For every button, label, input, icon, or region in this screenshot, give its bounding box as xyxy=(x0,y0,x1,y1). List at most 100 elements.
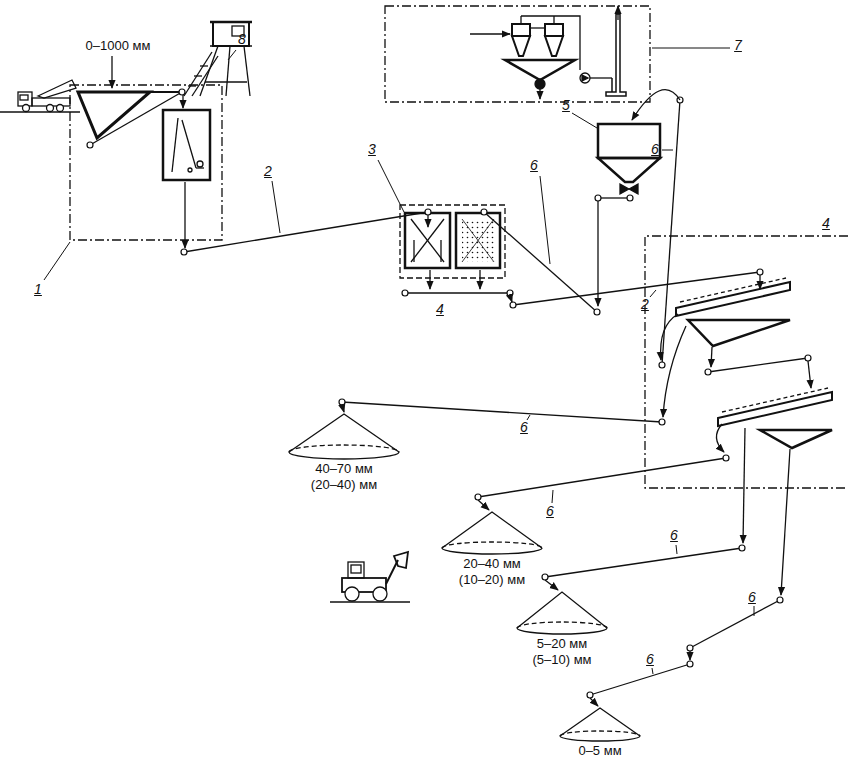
flow-arrow xyxy=(184,182,185,248)
flow-arrow xyxy=(808,361,811,388)
control-tower xyxy=(184,22,252,96)
flow-arrow xyxy=(427,215,428,227)
stockpile: 5–20 мм(5–10) мм xyxy=(532,636,591,669)
conveyor-belt xyxy=(545,548,742,577)
belt-conveyor xyxy=(510,269,763,308)
conveyor-belt xyxy=(708,358,808,372)
callout-number: 6 xyxy=(670,528,678,543)
fraction-label: 40–70 мм xyxy=(311,461,377,477)
conveyor-pulley xyxy=(507,290,513,296)
belt-conveyor xyxy=(481,209,600,315)
conveyor-belt xyxy=(598,197,630,198)
conveyor-pulley xyxy=(587,692,593,698)
stockpile: 20–40 мм(10–20) мм xyxy=(459,556,525,589)
conveyor-pulley xyxy=(594,309,600,315)
conveyor-pulley xyxy=(627,195,633,201)
conveyor-pulley xyxy=(87,142,93,148)
callout-number: 7 xyxy=(734,38,742,53)
callout-number: 6 xyxy=(651,142,659,157)
belt-conveyor xyxy=(705,355,811,375)
flow-arrow xyxy=(759,275,760,289)
flow-arrow xyxy=(479,270,480,289)
conveyor-belt xyxy=(484,212,597,312)
fraction-label: 20–40 мм xyxy=(459,556,525,572)
vibrating-screen xyxy=(718,388,832,448)
conveyor-belt xyxy=(405,292,510,293)
dump-truck xyxy=(0,80,80,112)
callout-number: 6 xyxy=(520,420,528,435)
callout-number: 6 xyxy=(748,590,756,605)
flow-arrow xyxy=(182,95,183,108)
conveyor-pulley xyxy=(481,209,487,215)
wheel-loader xyxy=(330,552,410,602)
flow-arrow xyxy=(111,56,112,88)
conveyor-pulley xyxy=(757,269,763,275)
conveyor-pulley xyxy=(425,209,431,215)
callout-number: 8 xyxy=(238,32,246,47)
flow-arrow xyxy=(597,201,598,306)
fraction-label: 0–5 мм xyxy=(578,743,621,759)
conveyor-pulley xyxy=(805,355,811,361)
flow-arrow xyxy=(743,428,745,543)
callout-number: 6 xyxy=(546,504,554,519)
belt-conveyor xyxy=(402,290,513,296)
stockpile-cone xyxy=(517,592,607,634)
region-outline xyxy=(385,6,650,102)
callout-number: 6 xyxy=(646,652,654,667)
fraction-label: (10–20) мм xyxy=(459,572,525,588)
callout-number: 3 xyxy=(368,142,376,157)
stockpile-cone xyxy=(560,708,640,741)
callout-number: 2 xyxy=(641,297,649,312)
conveyor-belt xyxy=(690,600,780,648)
flow-arrow xyxy=(663,326,686,417)
conveyor-pulley xyxy=(402,290,408,296)
belt-conveyor xyxy=(687,597,783,651)
callout-number: 5 xyxy=(562,98,570,113)
conveyor-belt xyxy=(513,272,760,305)
flow-arrow xyxy=(781,449,790,595)
callout-number: 4 xyxy=(822,216,830,231)
conveyor-pulley xyxy=(687,645,693,651)
conveyor-pulley xyxy=(705,369,711,375)
belt-conveyor xyxy=(587,661,693,698)
conveyor-belt xyxy=(90,92,182,145)
conveyor-pulley xyxy=(510,302,516,308)
leader-line xyxy=(44,48,754,674)
conveyor-pulley xyxy=(659,362,665,368)
conveyor-pulley xyxy=(475,494,481,500)
rotor-crusher xyxy=(456,213,500,268)
conveyor-pulley xyxy=(739,545,745,551)
stockpile-cone xyxy=(289,414,399,459)
fraction-label: 5–20 мм xyxy=(532,636,591,652)
flow-arrow xyxy=(590,698,598,706)
callout-number: 6 xyxy=(530,158,538,173)
flow-arrow xyxy=(632,90,680,120)
conveyor-pulley xyxy=(181,249,187,255)
conveyor-belt xyxy=(662,100,680,365)
flow-arrow xyxy=(429,270,430,289)
region-outline xyxy=(70,85,222,240)
conveyor-pulley xyxy=(179,89,185,95)
belt-conveyor xyxy=(181,209,431,255)
belt-conveyor xyxy=(339,399,665,425)
belt-conveyor xyxy=(659,97,683,368)
dust-collector xyxy=(470,6,626,99)
callout-number: 1 xyxy=(34,282,42,297)
conveyor-belt xyxy=(342,402,662,422)
vibrating-screen xyxy=(676,278,790,346)
storage-bin xyxy=(598,124,660,194)
conveyor-pulley xyxy=(659,419,665,425)
conveyor-pulley xyxy=(542,574,548,580)
belt-conveyor xyxy=(542,545,745,580)
belt-conveyor xyxy=(475,455,729,500)
flow-arrow xyxy=(689,651,690,660)
flow-arrow xyxy=(716,424,724,452)
fraction-label: (20–40) мм xyxy=(311,477,377,493)
cone-crusher xyxy=(405,213,450,268)
flow-arrow xyxy=(545,580,558,590)
conveyor-pulley xyxy=(777,597,783,603)
belt-conveyor xyxy=(87,89,185,148)
conveyor-belt xyxy=(184,212,428,252)
flow-arrow xyxy=(510,296,512,302)
